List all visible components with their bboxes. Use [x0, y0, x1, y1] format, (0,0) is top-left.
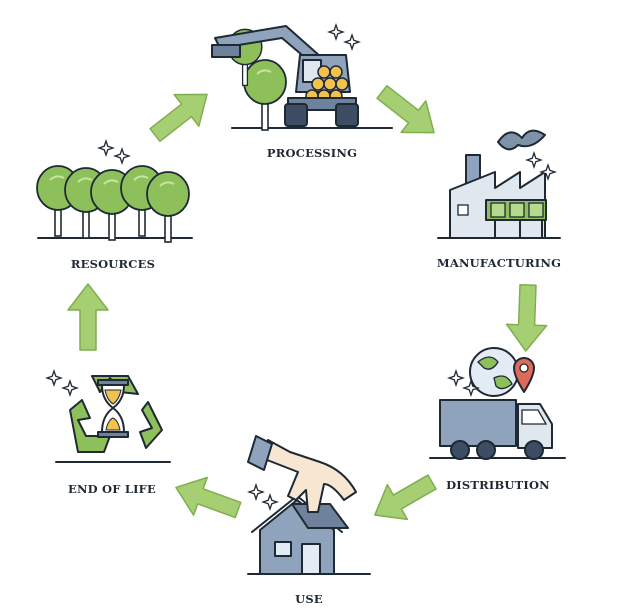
stage-label-manufacturing: MANUFACTURING — [436, 256, 562, 270]
factory-icon — [437, 129, 561, 239]
arrow-processing-to-manufacturing — [368, 75, 448, 150]
house-hand-icon — [247, 435, 371, 575]
arrow-resources-to-processing — [141, 77, 221, 152]
arrow-use-to-end-of-life — [168, 467, 246, 530]
stage-label-distribution: DISTRIBUTION — [446, 478, 550, 492]
logging-machine-icon — [211, 24, 393, 131]
forest-icon — [36, 140, 193, 243]
arrow-distribution-to-use — [364, 463, 443, 534]
stage-label-use: USE — [295, 592, 323, 606]
stage-label-resources: RESOURCES — [70, 257, 156, 271]
delivery-truck-icon — [429, 347, 566, 460]
arrow-end-of-life-to-resources — [67, 283, 109, 351]
stage-label-end-of-life: END OF LIFE — [67, 482, 157, 496]
recycle-hourglass-icon — [46, 370, 171, 463]
stage-label-processing: PROCESSING — [266, 146, 358, 160]
arrow-manufacturing-to-distribution — [504, 283, 549, 353]
